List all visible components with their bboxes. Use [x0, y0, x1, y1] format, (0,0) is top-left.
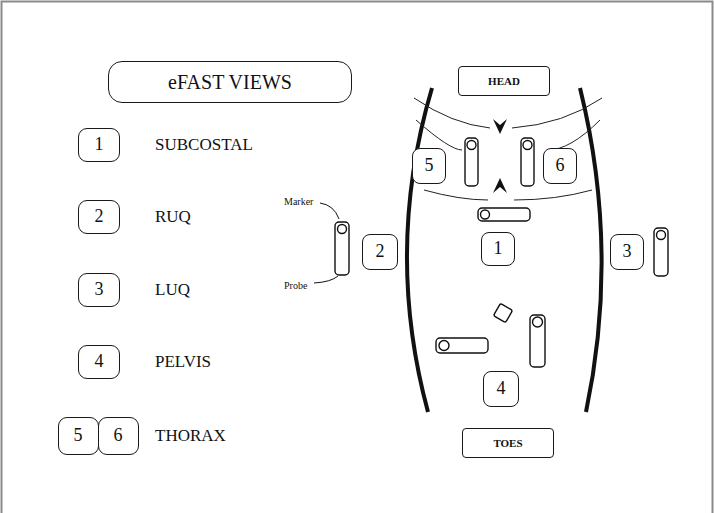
- box-text: 4: [497, 379, 506, 399]
- box-text: 2: [376, 242, 385, 262]
- box-text: 6: [114, 426, 123, 446]
- rib-line: [424, 190, 488, 200]
- clavicle-line: [414, 98, 490, 128]
- box-text: 5: [425, 156, 434, 176]
- legend-number-box: 6: [98, 417, 139, 455]
- probe-marker: [481, 210, 490, 219]
- probe: [530, 315, 545, 367]
- legend-number-box: 3: [78, 273, 120, 307]
- orientation-box: HEAD: [458, 66, 550, 96]
- probe-marker: [533, 317, 543, 327]
- legend-number-box: 4: [78, 345, 120, 379]
- chevron-down: [493, 119, 507, 134]
- clavicle-line: [512, 98, 602, 128]
- box-text: 4: [95, 352, 104, 372]
- legend-number-box: 2: [78, 200, 120, 234]
- probe: [654, 228, 668, 276]
- callout-number: 5: [412, 148, 446, 184]
- orientation-box: TOES: [462, 428, 554, 458]
- view-name: SUBCOSTAL: [155, 136, 253, 155]
- view-name: LUQ: [155, 281, 190, 300]
- body-outline-right: [580, 88, 602, 412]
- probe-marker: [467, 141, 476, 150]
- box-text: 3: [623, 242, 632, 262]
- box-text: 6: [556, 156, 565, 176]
- probe-marker: [439, 341, 449, 351]
- view-name: RUQ: [155, 208, 191, 227]
- probe-marker: [338, 225, 347, 234]
- probe: [521, 138, 534, 186]
- callout-number: 6: [543, 148, 577, 184]
- probe: [478, 208, 530, 221]
- view-name: THORAX: [155, 427, 226, 446]
- box-text: 5: [74, 426, 83, 446]
- title-box: eFAST VIEWS: [108, 61, 352, 103]
- box-text: 2: [95, 207, 104, 227]
- probe-end-view: [493, 303, 512, 322]
- legend-number-box: 5: [58, 417, 99, 455]
- box-text: eFAST VIEWS: [168, 71, 292, 93]
- callout-number: 3: [610, 234, 644, 270]
- legend-number-box: 1: [78, 128, 120, 162]
- callout-number: 1: [481, 232, 515, 266]
- callout-number: 4: [483, 371, 519, 407]
- box-text: HEAD: [488, 75, 520, 87]
- rib-line: [416, 120, 462, 150]
- box-text: TOES: [493, 437, 522, 449]
- part-label: Marker: [284, 196, 313, 207]
- leader-line: [320, 203, 339, 219]
- box-text: 1: [95, 135, 104, 155]
- box-text: 3: [95, 280, 104, 300]
- chevron-up: [493, 178, 507, 193]
- view-name: PELVIS: [155, 353, 211, 372]
- probe: [436, 338, 488, 353]
- probe-marker: [657, 231, 666, 240]
- rib-line: [514, 190, 592, 200]
- body-outline-left: [407, 88, 432, 412]
- probes: [335, 138, 668, 367]
- box-text: 1: [494, 239, 503, 259]
- leader-line: [314, 276, 338, 283]
- probe-marker: [523, 141, 532, 150]
- probe: [335, 222, 349, 275]
- rib-line: [548, 120, 600, 150]
- probe: [465, 138, 478, 186]
- part-label: Probe: [284, 280, 307, 291]
- callout-number: 2: [362, 234, 398, 270]
